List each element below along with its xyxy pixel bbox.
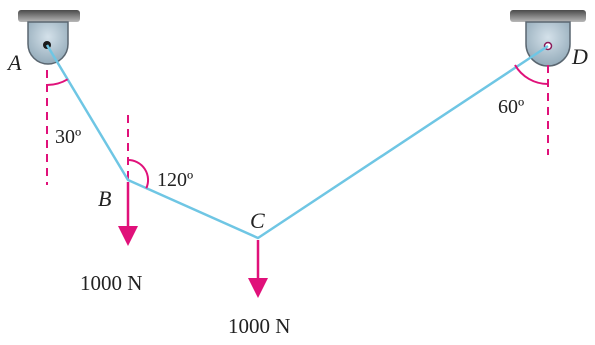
load-label-c: 1000 N: [228, 314, 290, 338]
point-label-a: A: [6, 50, 22, 75]
point-label-c: C: [250, 208, 265, 233]
ceiling-a: [18, 10, 80, 22]
angle-label-d: 60º: [498, 96, 524, 118]
angle-label-b: 120º: [157, 169, 193, 191]
angle-arc-d: [514, 64, 549, 86]
cable: [45, 44, 549, 240]
force-arrow-b: [118, 182, 138, 246]
angle-arc-b: [127, 158, 150, 189]
angle-label-a: 30º: [55, 126, 81, 148]
angle-arc-a: [46, 78, 69, 87]
point-label-d: D: [571, 44, 588, 69]
force-arrow-c: [248, 240, 268, 298]
point-label-b: B: [98, 186, 111, 211]
load-label-b: 1000 N: [80, 271, 142, 295]
support-a: [18, 10, 80, 65]
ceiling-d: [510, 10, 586, 22]
support-d: [510, 10, 586, 67]
